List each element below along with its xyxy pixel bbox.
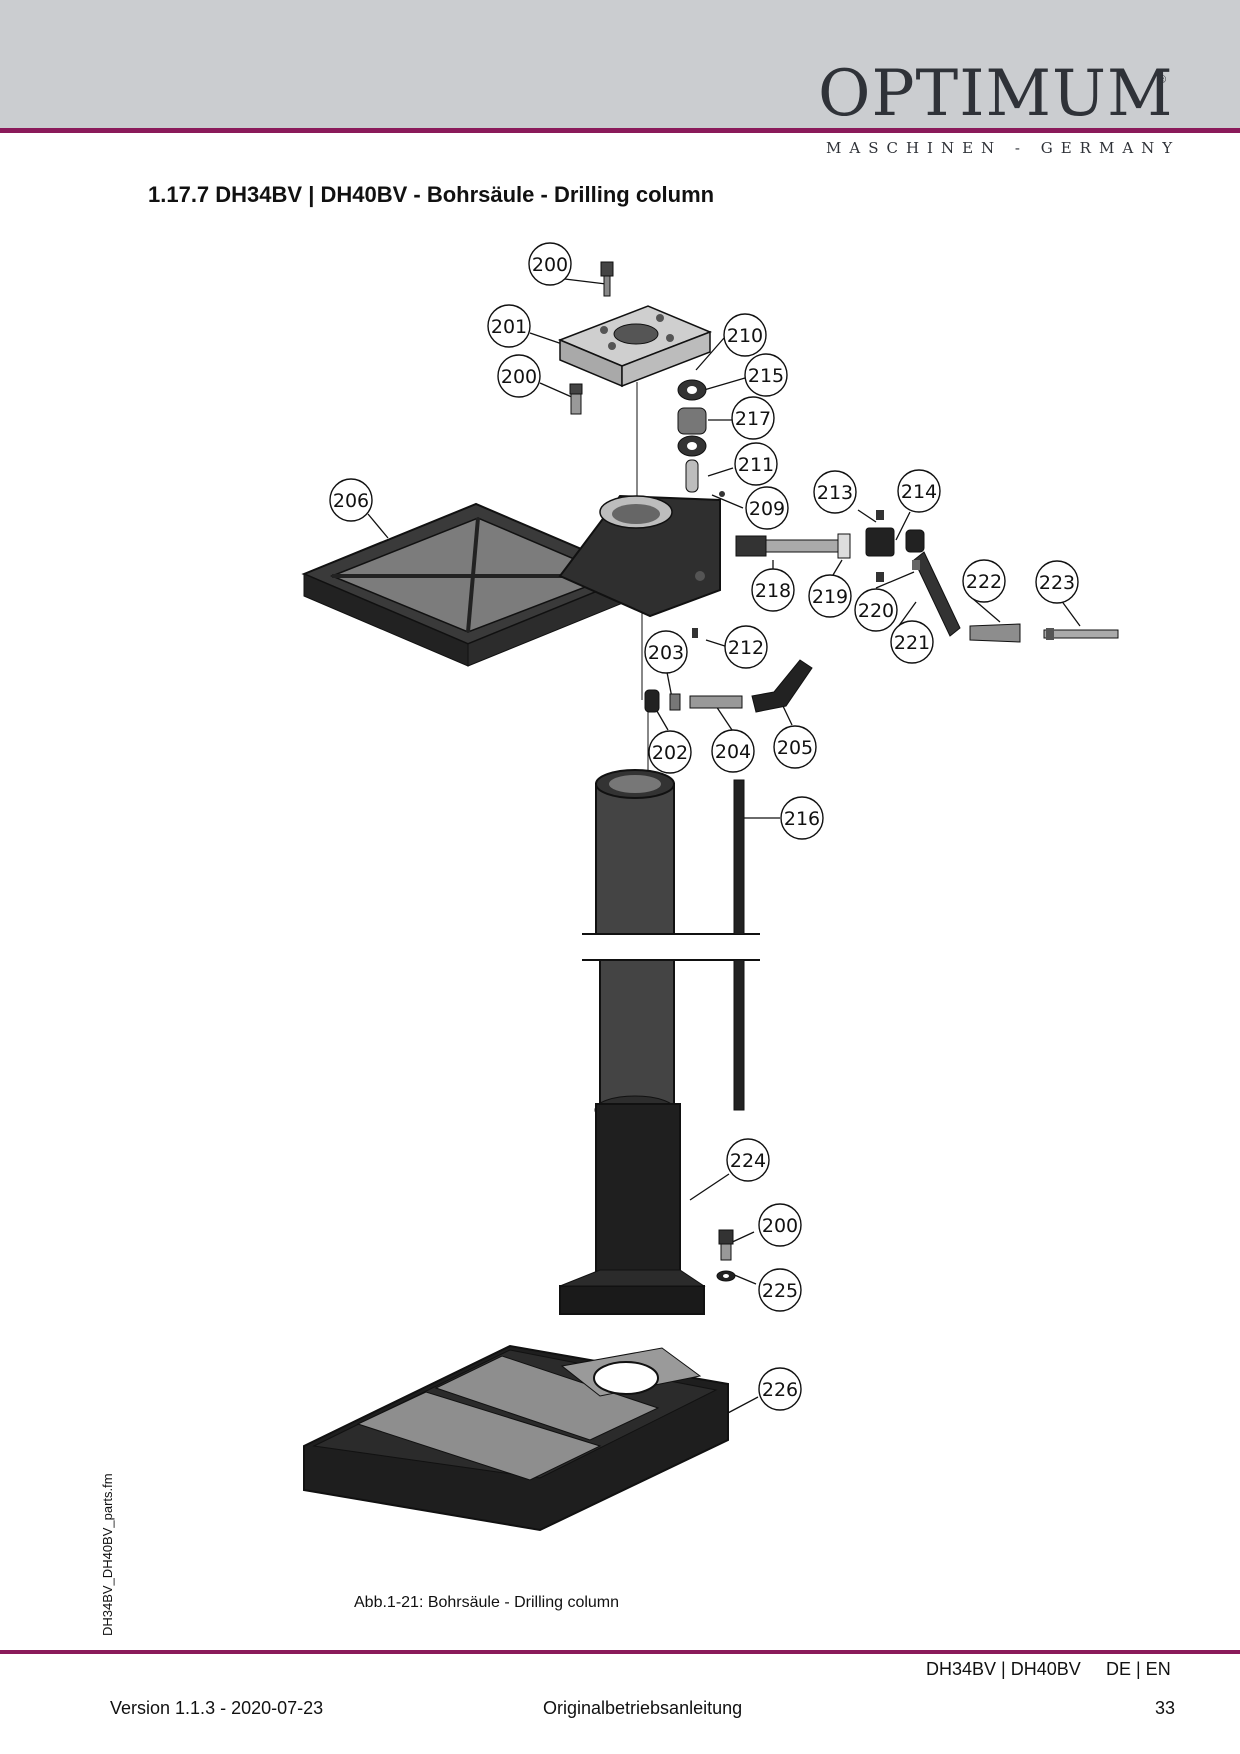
callout-225: 225 bbox=[758, 1268, 802, 1312]
callout-labels: 200 201 200 210 215 217 211 209 206 213 … bbox=[329, 242, 1079, 1411]
callout-221: 221 bbox=[890, 620, 934, 664]
crank-assembly bbox=[735, 510, 961, 637]
callout-224: 224 bbox=[726, 1138, 770, 1182]
svg-text:218: 218 bbox=[755, 580, 791, 602]
top-plate bbox=[557, 305, 713, 388]
svg-text:226: 226 bbox=[762, 1379, 798, 1401]
callout-200-top: 200 bbox=[528, 242, 572, 286]
callout-222: 222 bbox=[962, 559, 1006, 603]
callout-211: 211 bbox=[734, 442, 778, 486]
svg-text:216: 216 bbox=[784, 808, 820, 830]
callout-217: 217 bbox=[731, 396, 775, 440]
svg-text:210: 210 bbox=[727, 325, 763, 347]
svg-text:215: 215 bbox=[748, 365, 784, 387]
svg-text:214: 214 bbox=[901, 481, 937, 503]
callout-215: 215 bbox=[744, 353, 788, 397]
svg-text:217: 217 bbox=[735, 408, 771, 430]
callout-206: 206 bbox=[329, 478, 373, 522]
callout-210: 210 bbox=[723, 313, 767, 357]
svg-text:200: 200 bbox=[501, 366, 537, 388]
section-title: 1.17.7 DH34BV | DH40BV - Bohrsäule - Dri… bbox=[148, 182, 715, 207]
screw-top bbox=[600, 261, 614, 297]
callout-209: 209 bbox=[745, 486, 789, 530]
svg-text:224: 224 bbox=[730, 1150, 766, 1172]
registered-mark: ® bbox=[1158, 74, 1167, 86]
callout-223: 223 bbox=[1035, 560, 1079, 604]
footer-manual-title: Originalbetriebsanleitung bbox=[543, 1698, 743, 1718]
pinion-parts bbox=[677, 379, 725, 497]
callout-205: 205 bbox=[773, 725, 817, 769]
svg-text:219: 219 bbox=[812, 586, 848, 608]
svg-text:201: 201 bbox=[491, 316, 527, 338]
footer-model: DH34BV | DH40BV bbox=[926, 1659, 1081, 1679]
callout-220: 220 bbox=[854, 588, 898, 632]
callout-201: 201 bbox=[487, 304, 531, 348]
callout-200-base: 200 bbox=[758, 1203, 802, 1247]
callout-203: 203 bbox=[644, 630, 688, 674]
svg-text:200: 200 bbox=[762, 1215, 798, 1237]
page-number: 33 bbox=[1155, 1698, 1176, 1718]
svg-text:202: 202 bbox=[652, 742, 688, 764]
column-flange bbox=[559, 1103, 706, 1315]
svg-text:212: 212 bbox=[728, 637, 764, 659]
svg-text:225: 225 bbox=[762, 1280, 798, 1302]
svg-text:213: 213 bbox=[817, 482, 853, 504]
callout-202: 202 bbox=[648, 730, 692, 774]
brand-subtitle: MASCHINEN - GERMANY bbox=[826, 139, 1181, 157]
svg-text:221: 221 bbox=[894, 632, 930, 654]
rack bbox=[733, 779, 745, 1111]
header-band bbox=[0, 0, 1240, 128]
callout-219: 219 bbox=[808, 574, 852, 618]
screw-mid bbox=[569, 383, 583, 415]
handle-grip bbox=[969, 623, 1119, 643]
callout-226: 226 bbox=[758, 1367, 802, 1411]
svg-text:209: 209 bbox=[749, 498, 785, 520]
callout-216: 216 bbox=[780, 796, 824, 840]
callout-218: 218 bbox=[751, 568, 795, 612]
svg-text:200: 200 bbox=[532, 254, 568, 276]
footer-rule bbox=[0, 1650, 1240, 1654]
header-rule bbox=[0, 128, 1240, 133]
leader-lines bbox=[367, 275, 1081, 1415]
brand-logo: OPTIMUM bbox=[818, 57, 1174, 131]
svg-text:204: 204 bbox=[715, 741, 751, 763]
figure-caption: Abb.1-21: Bohrsäule - Drilling column bbox=[354, 1594, 620, 1611]
svg-text:220: 220 bbox=[858, 600, 894, 622]
footer-version: Version 1.1.3 - 2020-07-23 bbox=[110, 1698, 324, 1718]
clamp-parts bbox=[644, 628, 813, 713]
svg-text:203: 203 bbox=[648, 642, 684, 664]
callout-204: 204 bbox=[711, 729, 755, 773]
callout-200-mid: 200 bbox=[497, 354, 541, 398]
callout-214: 214 bbox=[897, 469, 941, 513]
svg-text:211: 211 bbox=[738, 454, 774, 476]
drilling-table bbox=[301, 494, 721, 667]
svg-text:205: 205 bbox=[777, 737, 813, 759]
footer-languages: DE | EN bbox=[1106, 1659, 1171, 1679]
machine-base bbox=[303, 1344, 729, 1532]
callout-212: 212 bbox=[724, 625, 768, 669]
svg-text:223: 223 bbox=[1039, 572, 1075, 594]
svg-text:206: 206 bbox=[333, 490, 369, 512]
drilling-column bbox=[582, 769, 760, 1125]
svg-text:222: 222 bbox=[966, 571, 1002, 593]
base-screw bbox=[716, 1229, 736, 1282]
source-filename: DH34BV_DH40BV_parts.fm bbox=[100, 1473, 115, 1636]
callout-213: 213 bbox=[813, 470, 857, 514]
